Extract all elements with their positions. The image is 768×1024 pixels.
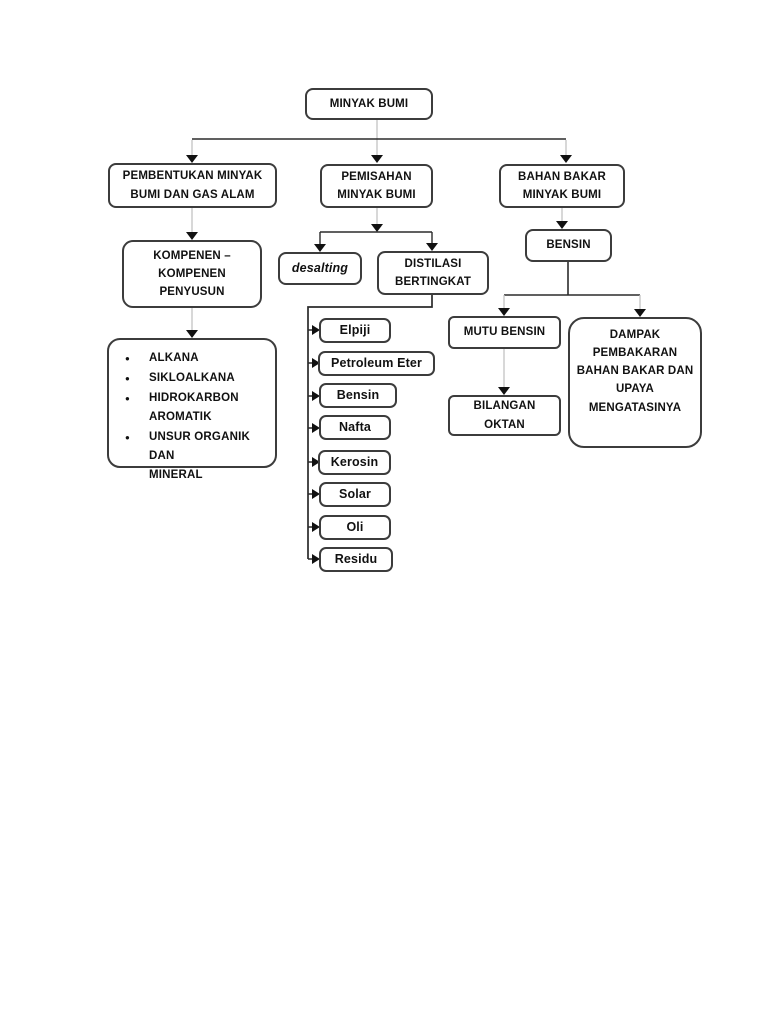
node-dampak: DAMPAK PEMBAKARAN BAHAN BAKAR DAN UPAYA … bbox=[568, 317, 702, 448]
arrowhead-down-formation bbox=[186, 155, 198, 163]
node-product-oli: Oli bbox=[319, 515, 391, 540]
node-pemisahan-label: PEMISAHAN MINYAK BUMI bbox=[337, 170, 416, 201]
arrowhead-down-fuel bbox=[560, 155, 572, 163]
node-pembentukan-label: PEMBENTUKAN MINYAK BUMI DAN GAS ALAM bbox=[122, 170, 263, 201]
product-label: Kerosin bbox=[330, 454, 379, 469]
node-kompenen: KOMPENEN – KOMPENEN PENYUSUN bbox=[122, 240, 262, 308]
node-desalting: desalting bbox=[278, 252, 362, 285]
node-product-elpiji: Elpiji bbox=[319, 318, 391, 343]
list-item-label: UNSUR ORGANIK DAN MINERAL bbox=[149, 431, 250, 481]
node-pemisahan: PEMISAHAN MINYAK BUMI bbox=[320, 164, 433, 208]
arrowhead-down-bensin bbox=[556, 221, 568, 229]
arrowhead-down-bilangan bbox=[498, 387, 510, 395]
arrowhead-down-dampak bbox=[634, 309, 646, 317]
node-bahan-bakar-label: BAHAN BAKAR MINYAK BUMI bbox=[518, 170, 606, 201]
node-bahan-bakar: BAHAN BAKAR MINYAK BUMI bbox=[499, 164, 625, 208]
bullet-icon: ● bbox=[125, 394, 130, 403]
node-minyak-bumi: MINYAK BUMI bbox=[305, 88, 433, 120]
node-bilangan-oktan: BILANGAN OKTAN bbox=[448, 395, 561, 436]
list-item-label: HIDROKARBON AROMATIK bbox=[149, 392, 239, 423]
node-product-bensin: Bensin bbox=[319, 383, 397, 408]
bullet-icon: ● bbox=[125, 433, 130, 442]
node-bensin: BENSIN bbox=[525, 229, 612, 262]
node-desalting-label: desalting bbox=[291, 260, 349, 275]
node-pembentukan: PEMBENTUKAN MINYAK BUMI DAN GAS ALAM bbox=[108, 163, 277, 208]
node-mutu-bensin-label: MUTU BENSIN bbox=[463, 326, 546, 339]
product-label: Solar bbox=[338, 486, 371, 501]
list-item: ● ALKANA bbox=[125, 349, 269, 368]
list-item: ● SIKLOALKANA bbox=[125, 369, 269, 388]
node-product-petroleum-eter: Petroleum Eter bbox=[318, 351, 435, 376]
list-item: ● UNSUR ORGANIK DAN MINERAL bbox=[125, 428, 269, 485]
arrowhead-down-distillation bbox=[426, 243, 438, 251]
bullet-icon: ● bbox=[125, 354, 130, 363]
product-label: Bensin bbox=[336, 387, 380, 402]
node-product-nafta: Nafta bbox=[319, 415, 391, 440]
node-minyak-bumi-label: MINYAK BUMI bbox=[329, 97, 409, 110]
components-list: ● ALKANA ● SIKLOALKANA ● HIDROKARBON ARO… bbox=[107, 338, 277, 481]
arrowhead-down-separation bbox=[371, 155, 383, 163]
node-mutu-bensin: MUTU BENSIN bbox=[448, 316, 561, 349]
node-product-solar: Solar bbox=[319, 482, 391, 507]
node-bilangan-oktan-label: BILANGAN OKTAN bbox=[473, 400, 536, 431]
arrowhead-down-mutu bbox=[498, 308, 510, 316]
arrowhead-down-components-list bbox=[186, 330, 198, 338]
node-bensin-label: BENSIN bbox=[546, 239, 591, 252]
arrowhead-down-separation-split bbox=[371, 224, 383, 232]
node-distilasi-label: DISTILASI BERTINGKAT bbox=[394, 257, 472, 288]
list-item-label: SIKLOALKANA bbox=[149, 372, 235, 384]
node-kompenen-label: KOMPENEN – KOMPENEN PENYUSUN bbox=[153, 249, 231, 299]
product-label: Elpiji bbox=[339, 322, 371, 337]
product-label: Nafta bbox=[338, 419, 371, 434]
list-item: ● HIDROKARBON AROMATIK bbox=[125, 389, 269, 427]
node-dampak-label: DAMPAK PEMBAKARAN BAHAN BAKAR DAN UPAYA … bbox=[576, 329, 694, 414]
arrowhead-down-desalting bbox=[314, 244, 326, 252]
product-label: Oli bbox=[346, 519, 364, 534]
arrowhead-down-components bbox=[186, 232, 198, 240]
node-product-kerosin: Kerosin bbox=[318, 450, 391, 475]
node-product-residu: Residu bbox=[319, 547, 393, 572]
node-distilasi: DISTILASI BERTINGKAT bbox=[377, 251, 489, 295]
product-label: Petroleum Eter bbox=[330, 355, 423, 370]
list-item-label: ALKANA bbox=[149, 352, 199, 364]
bullet-icon: ● bbox=[125, 374, 130, 383]
product-label: Residu bbox=[334, 551, 378, 566]
